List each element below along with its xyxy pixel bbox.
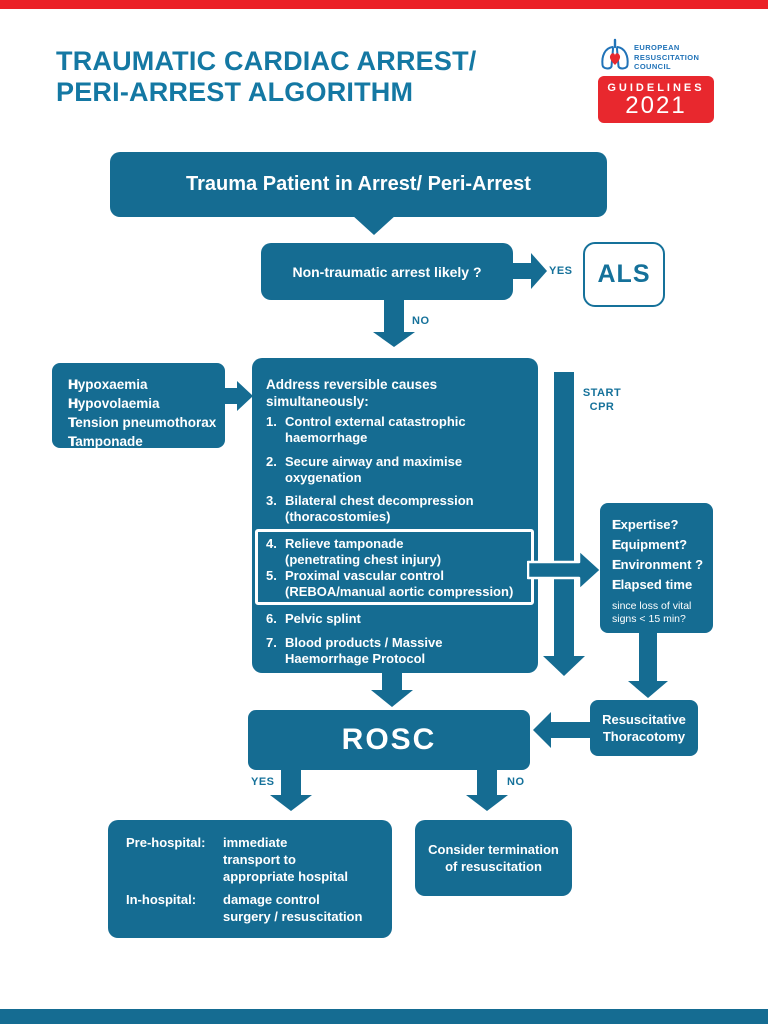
page-title-line1: TRAUMATIC CARDIAC ARREST/ bbox=[56, 46, 477, 76]
rosc-yes-label: YES bbox=[251, 776, 275, 788]
criteria-box: Expertise? Equipment? Environment ? Elap… bbox=[600, 503, 713, 633]
cause-hypovolaemia: Hypovolaemia bbox=[68, 396, 160, 411]
rosc-yes-arrow-shaft bbox=[281, 770, 301, 796]
guidelines-badge-label: GUIDELINES bbox=[607, 82, 705, 94]
flow-start-box: Trauma Patient in Arrest/ Peri-Arrest bbox=[110, 152, 607, 217]
question-box: Non-traumatic arrest likely ? bbox=[261, 243, 513, 300]
start-cpr-label: START CPR bbox=[582, 387, 622, 413]
inhospital-label: In-hospital: bbox=[126, 892, 197, 907]
start-cpr-arrow-shaft bbox=[554, 372, 574, 657]
action-item-6: 6. Pelvic splint bbox=[266, 611, 361, 626]
question-box-label: Non-traumatic arrest likely ? bbox=[292, 263, 482, 280]
actions-box-header: Address reversible causes simultaneously… bbox=[266, 376, 437, 410]
actions-header-line2: simultaneously: bbox=[266, 394, 369, 409]
no-label: NO bbox=[412, 315, 430, 327]
rosc-no-arrow-shaft bbox=[477, 770, 497, 796]
rosc-stem-shaft bbox=[382, 671, 402, 691]
thoracotomy-arrow-shaft bbox=[550, 722, 590, 738]
page-title: TRAUMATIC CARDIAC ARREST/ PERI-ARREST AL… bbox=[56, 46, 476, 108]
start-cpr-arrow-head bbox=[543, 656, 585, 676]
erc-org-name: EUROPEAN RESUSCITATION COUNCIL bbox=[634, 43, 699, 72]
guidelines-badge: GUIDELINES 2021 bbox=[598, 76, 714, 123]
erc-org-line1: EUROPEAN bbox=[634, 43, 680, 52]
cause-hypoxaemia: Hypoxaemia bbox=[68, 377, 148, 392]
outcome-no-box: Consider termination of resuscitation bbox=[415, 820, 572, 896]
criteria-arrow-head bbox=[628, 681, 668, 698]
no-arrow-shaft bbox=[384, 300, 404, 333]
action-item-3: 3. Bilateral chest decompression(thoraco… bbox=[266, 493, 474, 524]
flow-start-box-label: Trauma Patient in Arrest/ Peri-Arrest bbox=[186, 173, 531, 195]
criteria-small-text: since loss of vital signs < 15 min? bbox=[612, 600, 692, 625]
thoracotomy-box: Resuscitative Thoracotomy bbox=[590, 700, 698, 756]
rosc-box: ROSC bbox=[248, 710, 530, 770]
no-arrow-head bbox=[373, 332, 415, 347]
criteria-arrow-shaft bbox=[639, 632, 657, 682]
actions-header-line1: Address reversible causes bbox=[266, 377, 438, 392]
rosc-label: ROSC bbox=[341, 723, 437, 756]
highlight-to-criteria-arrow bbox=[527, 548, 603, 592]
page-title-line2: PERI-ARREST ALGORITHM bbox=[56, 77, 414, 107]
erc-org-line2: RESUSCITATION bbox=[634, 52, 700, 62]
criteria-equipment: Equipment? bbox=[612, 537, 688, 552]
start-box-tail-connector bbox=[352, 215, 396, 235]
outcome-no-line2: of resuscitation bbox=[445, 859, 542, 874]
outcome-inhospital-row: In-hospital: damage control surgery / re… bbox=[126, 892, 363, 924]
causes-arrow-head bbox=[237, 381, 253, 411]
top-red-bar bbox=[0, 0, 768, 9]
als-box: ALS bbox=[583, 242, 665, 307]
action-item-5: 5. Proximal vascular control(REBOA/manua… bbox=[266, 568, 514, 599]
criteria-environment: Environment ? bbox=[612, 557, 704, 572]
rosc-no-label: NO bbox=[507, 776, 525, 788]
actions-box: Address reversible causes simultaneously… bbox=[252, 358, 538, 673]
criteria-expertise: Expertise? bbox=[612, 517, 679, 532]
prehospital-label: Pre-hospital: bbox=[126, 835, 206, 850]
yes-label: YES bbox=[549, 265, 573, 277]
erc-lungs-heart-icon bbox=[598, 38, 632, 74]
als-box-label: ALS bbox=[597, 260, 651, 288]
criteria-elapsed-time: Elapsed time bbox=[612, 577, 693, 592]
rosc-no-arrow-head bbox=[466, 795, 508, 811]
action-item-4: 4. Relieve tamponade(penetrating chest i… bbox=[266, 536, 442, 567]
cause-tamponade: Tamponade bbox=[68, 434, 143, 449]
yes-arrow-shaft bbox=[513, 263, 533, 279]
reversible-causes-box: Hypoxaemia Hypovolaemia Tension pneumoth… bbox=[52, 363, 225, 449]
guidelines-badge-year: 2021 bbox=[625, 92, 687, 119]
outcome-prehospital-row: Pre-hospital: immediate transport to app… bbox=[126, 835, 348, 884]
outcome-no-line1: Consider termination bbox=[428, 842, 559, 857]
causes-arrow-shaft bbox=[224, 388, 239, 404]
erc-org-line3: COUNCIL bbox=[634, 62, 671, 71]
thoracotomy-arrow-head bbox=[533, 712, 551, 748]
cause-tension-pneumothorax: Tension pneumothorax bbox=[68, 415, 217, 430]
thoracotomy-line2: Thoracotomy bbox=[602, 729, 686, 744]
rosc-stem-head bbox=[371, 690, 413, 707]
bottom-teal-bar bbox=[0, 1009, 768, 1024]
rosc-yes-arrow-head bbox=[270, 795, 312, 811]
yes-arrow-head bbox=[531, 253, 547, 289]
thoracotomy-line1: Resuscitative bbox=[602, 712, 686, 727]
outcome-yes-box: Pre-hospital: immediate transport to app… bbox=[108, 820, 392, 938]
